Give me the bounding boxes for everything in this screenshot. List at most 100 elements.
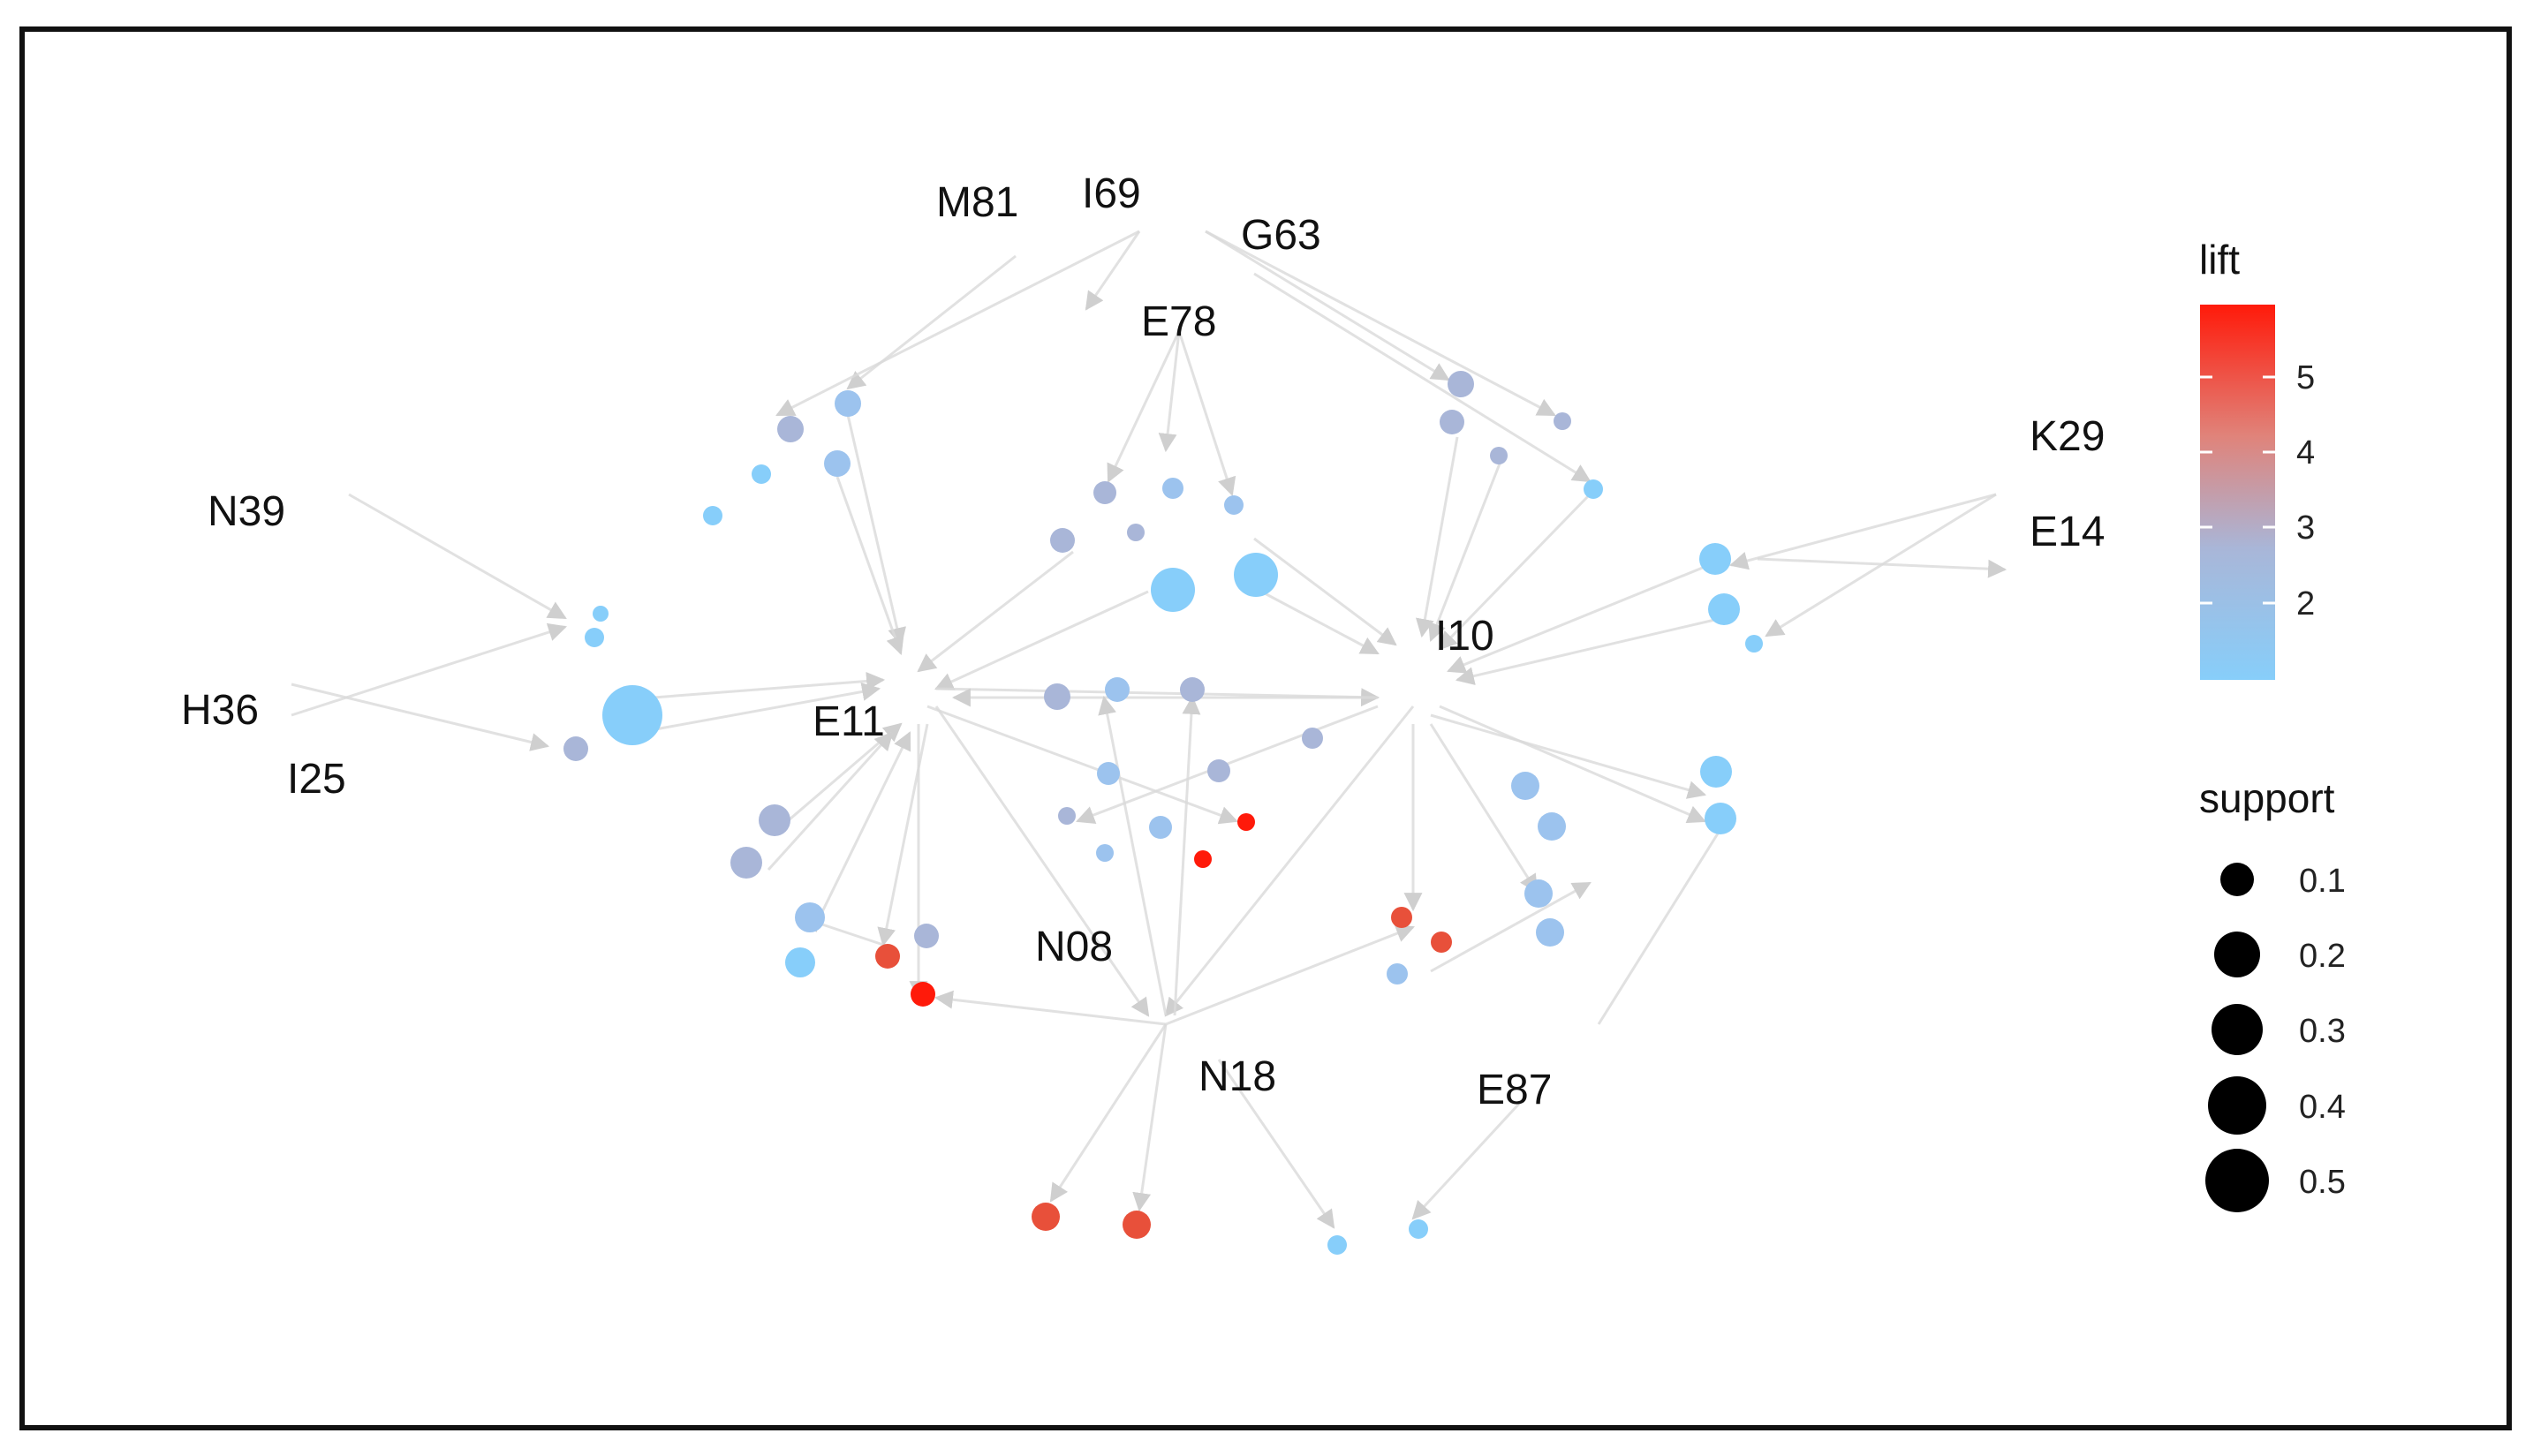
rule-edge (1085, 230, 1141, 311)
rule-node (1536, 918, 1564, 947)
rule-edge (1217, 1059, 1335, 1229)
rule-edge (1164, 705, 1415, 1017)
rule-edge (877, 723, 929, 947)
rule-node (1708, 593, 1740, 625)
rule-node (1700, 756, 1732, 788)
rule-node (1105, 677, 1130, 702)
rule-node (1302, 728, 1323, 749)
rule-node (824, 450, 851, 477)
rule-edge (934, 590, 1149, 690)
item-label-e14: E14 (2030, 509, 2105, 555)
rule-node (835, 390, 861, 417)
rule-node (1162, 478, 1183, 499)
rule-node (1032, 1203, 1060, 1231)
item-label-g63: G63 (1241, 212, 1321, 259)
edge-layer (291, 230, 2007, 1229)
item-label-n18: N18 (1198, 1053, 1276, 1100)
lift-tick-label: 4 (2296, 434, 2315, 472)
rule-node (1538, 812, 1566, 841)
rule-edge (1430, 713, 1707, 799)
rule-edge (767, 731, 894, 871)
rule-node (1448, 371, 1474, 397)
rule-edge (1428, 458, 1503, 642)
support-tick-label: 0.1 (2299, 863, 2346, 900)
rule-node (1554, 412, 1571, 430)
support-tick-label: 0.4 (2299, 1089, 2346, 1126)
item-label-layer: M81 I69 G63 E78 K29 E14 N39 I10 H36 E11 … (181, 170, 2105, 1113)
lift-colorbar (2200, 305, 2275, 680)
rule-node (1699, 543, 1731, 575)
rule-node (759, 804, 790, 836)
item-label-e11: E11 (813, 698, 885, 745)
support-legend-title: support (2199, 775, 2335, 821)
rule-edge (1430, 881, 1592, 973)
rule-node-layer (563, 371, 1763, 1255)
rule-edge (1165, 924, 1415, 1026)
support-tick-label: 0.3 (2299, 1013, 2346, 1050)
rule-node (1490, 447, 1508, 464)
item-label-k29: K29 (2030, 413, 2105, 460)
rule-node (1058, 807, 1076, 825)
rule-edge (846, 414, 906, 647)
rule-node (1234, 553, 1278, 597)
support-legend-dot (2214, 932, 2260, 977)
item-label-n39: N39 (208, 488, 285, 535)
rule-node (785, 947, 815, 977)
rule-edge (348, 493, 567, 620)
rule-node (911, 982, 935, 1007)
rule-node (1149, 816, 1172, 839)
rule-node (1093, 481, 1116, 504)
rule-node (1050, 528, 1075, 553)
rule-edge (1429, 723, 1539, 894)
rule-edge (926, 705, 1238, 825)
rule-edge (1173, 695, 1201, 1016)
rule-edge (1757, 557, 2007, 578)
rule-node (703, 506, 722, 525)
rule-edge (1455, 616, 1723, 685)
legend: lift 5 4 3 2 support 0.1 0.2 0.3 0.4 0.5 (2199, 237, 2346, 1212)
rule-node (1151, 568, 1195, 612)
plot-frame (19, 26, 2512, 1430)
item-label-h36: H36 (181, 687, 259, 734)
rule-node (1194, 850, 1212, 868)
rule-edge (846, 254, 1017, 390)
support-legend-dot (2212, 1004, 2263, 1055)
rule-edge (935, 687, 1380, 707)
rule-node (1391, 907, 1412, 928)
rule-node (1387, 963, 1408, 984)
rule-edge (635, 683, 881, 735)
rule-edge (1049, 1023, 1168, 1203)
rule-node (1511, 772, 1539, 800)
rule-node (585, 628, 604, 647)
rule-edge (917, 550, 1074, 673)
rule-edge (1177, 330, 1236, 496)
item-label-i10: I10 (1435, 613, 1494, 660)
rule-node (777, 416, 804, 442)
rule-node (602, 685, 662, 745)
rule-node (752, 464, 771, 484)
lift-tick-label: 2 (2296, 585, 2315, 622)
item-label-m81: M81 (936, 179, 1018, 226)
support-tick-label: 0.5 (2299, 1164, 2346, 1201)
rule-edge (934, 705, 1150, 1017)
rule-node (1237, 813, 1255, 831)
rule-node (1123, 1211, 1151, 1239)
rule-node (563, 736, 588, 761)
item-label-i25: I25 (287, 756, 346, 803)
rule-node (1431, 932, 1452, 953)
rule-edge (775, 230, 1140, 417)
rule-node (1524, 879, 1553, 908)
rule-node (914, 924, 939, 948)
rule-edge (1107, 330, 1181, 483)
rule-edge (1253, 537, 1397, 646)
item-label-e87: E87 (1477, 1067, 1552, 1113)
rule-edge (1205, 230, 1450, 381)
rule-edge (1438, 493, 1592, 651)
rule-edge (1411, 1102, 1521, 1220)
rule-node (1327, 1235, 1347, 1255)
rule-node (875, 944, 900, 969)
support-legend-dot (2205, 1149, 2269, 1212)
rule-node (1044, 683, 1070, 710)
lift-legend-title: lift (2199, 237, 2240, 283)
